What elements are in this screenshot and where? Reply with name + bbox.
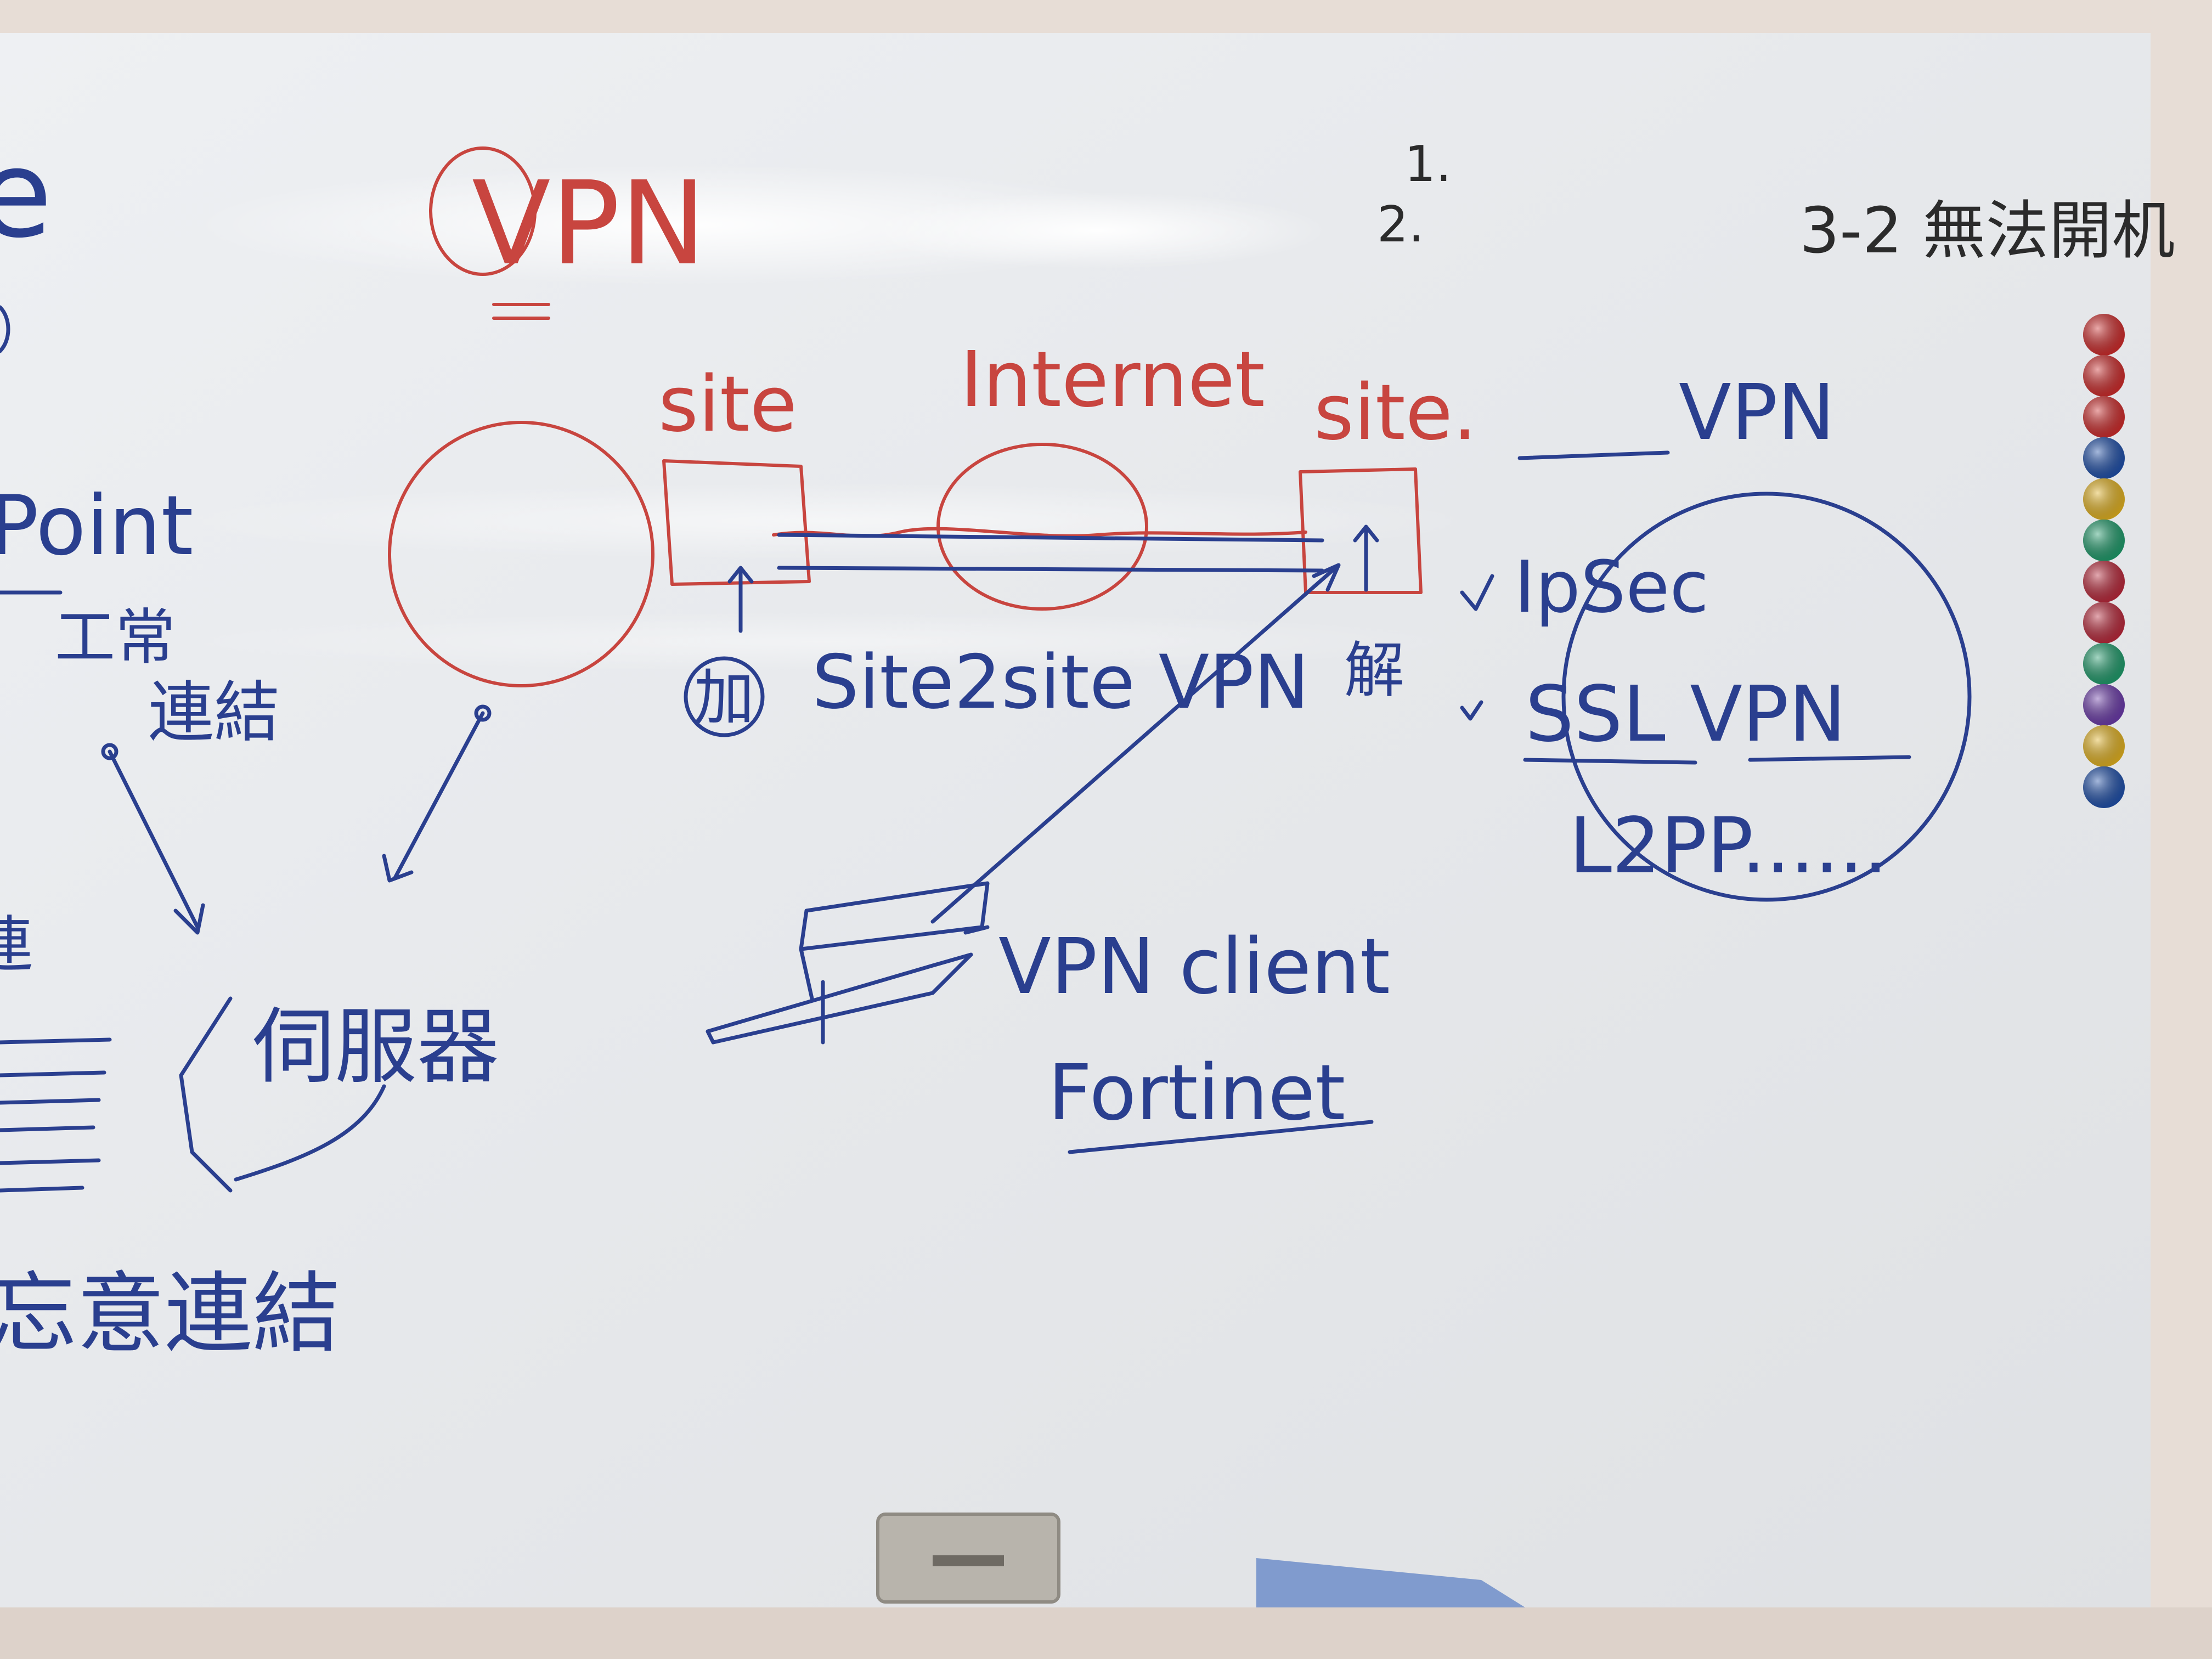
magnet-highlight xyxy=(2083,602,2125,644)
top-right-note: 3-2 無法開机 xyxy=(1799,194,2175,268)
site2site-label: 加 Site2site VPN 解 xyxy=(684,635,1404,737)
site-left-text: site xyxy=(658,360,797,449)
left-note-2: 連結 xyxy=(148,675,280,751)
protocol-l2pp: L2PP...... xyxy=(1569,802,1888,891)
numbered-list: 1. 2. xyxy=(1377,136,1452,253)
site2site-text: Site2site VPN xyxy=(812,639,1310,725)
number-2: 2. xyxy=(1377,196,1424,253)
eraser[interactable] xyxy=(876,1513,1060,1604)
magnet-highlight xyxy=(2083,684,2125,726)
magnet-highlight xyxy=(2083,437,2125,479)
board-bottom-rail xyxy=(0,1607,2212,1659)
vpn-red-text: VPN xyxy=(472,156,706,291)
protocol-ssl-vpn: SSL VPN xyxy=(1525,670,1846,759)
magnet-highlight xyxy=(2083,478,2125,520)
point-partial-text: Point xyxy=(0,478,193,574)
vpn-client-text: VPN client xyxy=(998,922,1390,1012)
vpn-heading-text: VPN xyxy=(1679,368,1835,458)
left-edge-notes: e Point 工常 連結 連 忘意連結 xyxy=(0,124,340,1365)
top-right-note-text: 3-2 無法開机 xyxy=(1799,194,2175,268)
number-1: 1. xyxy=(1404,136,1452,193)
internet-text: Internet xyxy=(960,335,1265,425)
tunnel-lines xyxy=(727,524,1379,633)
magnet-highlight xyxy=(2083,561,2125,602)
magnet-highlight xyxy=(2083,396,2125,438)
magnet-highlight xyxy=(2083,643,2125,685)
bottom-left-note: 忘意連結 xyxy=(0,1262,340,1365)
partial-e-text: e xyxy=(0,124,52,264)
red-vpn-title: VPN xyxy=(429,146,706,320)
protocol-ipsec: IpSec xyxy=(1514,545,1709,629)
whiteboard-surface xyxy=(0,33,2151,1618)
light-glare xyxy=(165,165,1481,672)
server-note: 伺服器 xyxy=(101,704,499,1193)
fortinet-text: Fortinet xyxy=(1048,1048,1345,1138)
vpn-client-laptop: VPN client Fortinet xyxy=(706,563,1390,1154)
internet-label: Internet xyxy=(960,335,1265,425)
blue-object-on-tray xyxy=(1256,1558,1525,1607)
magnet-highlight xyxy=(2083,520,2125,561)
vpn-protocols-group: VPN IpSec SSL VPN L2PP...... xyxy=(1460,368,1972,902)
left-note-1: 工常 xyxy=(55,602,176,673)
magnet-highlight xyxy=(2083,314,2125,356)
magnet-highlight xyxy=(2083,766,2125,808)
encrypt-char: 加 xyxy=(694,663,754,733)
site-left-label: site xyxy=(658,360,797,449)
magnet-highlight xyxy=(2083,725,2125,767)
magnet-highlight xyxy=(2083,355,2125,397)
left-partial-char: 連 xyxy=(0,910,33,980)
site-right-text: site. xyxy=(1314,368,1477,458)
decrypt-char: 解 xyxy=(1344,635,1404,706)
server-text: 伺服器 xyxy=(252,1000,499,1095)
magnet-strip xyxy=(2083,314,2125,808)
site-right-label: site. xyxy=(1314,368,1477,458)
